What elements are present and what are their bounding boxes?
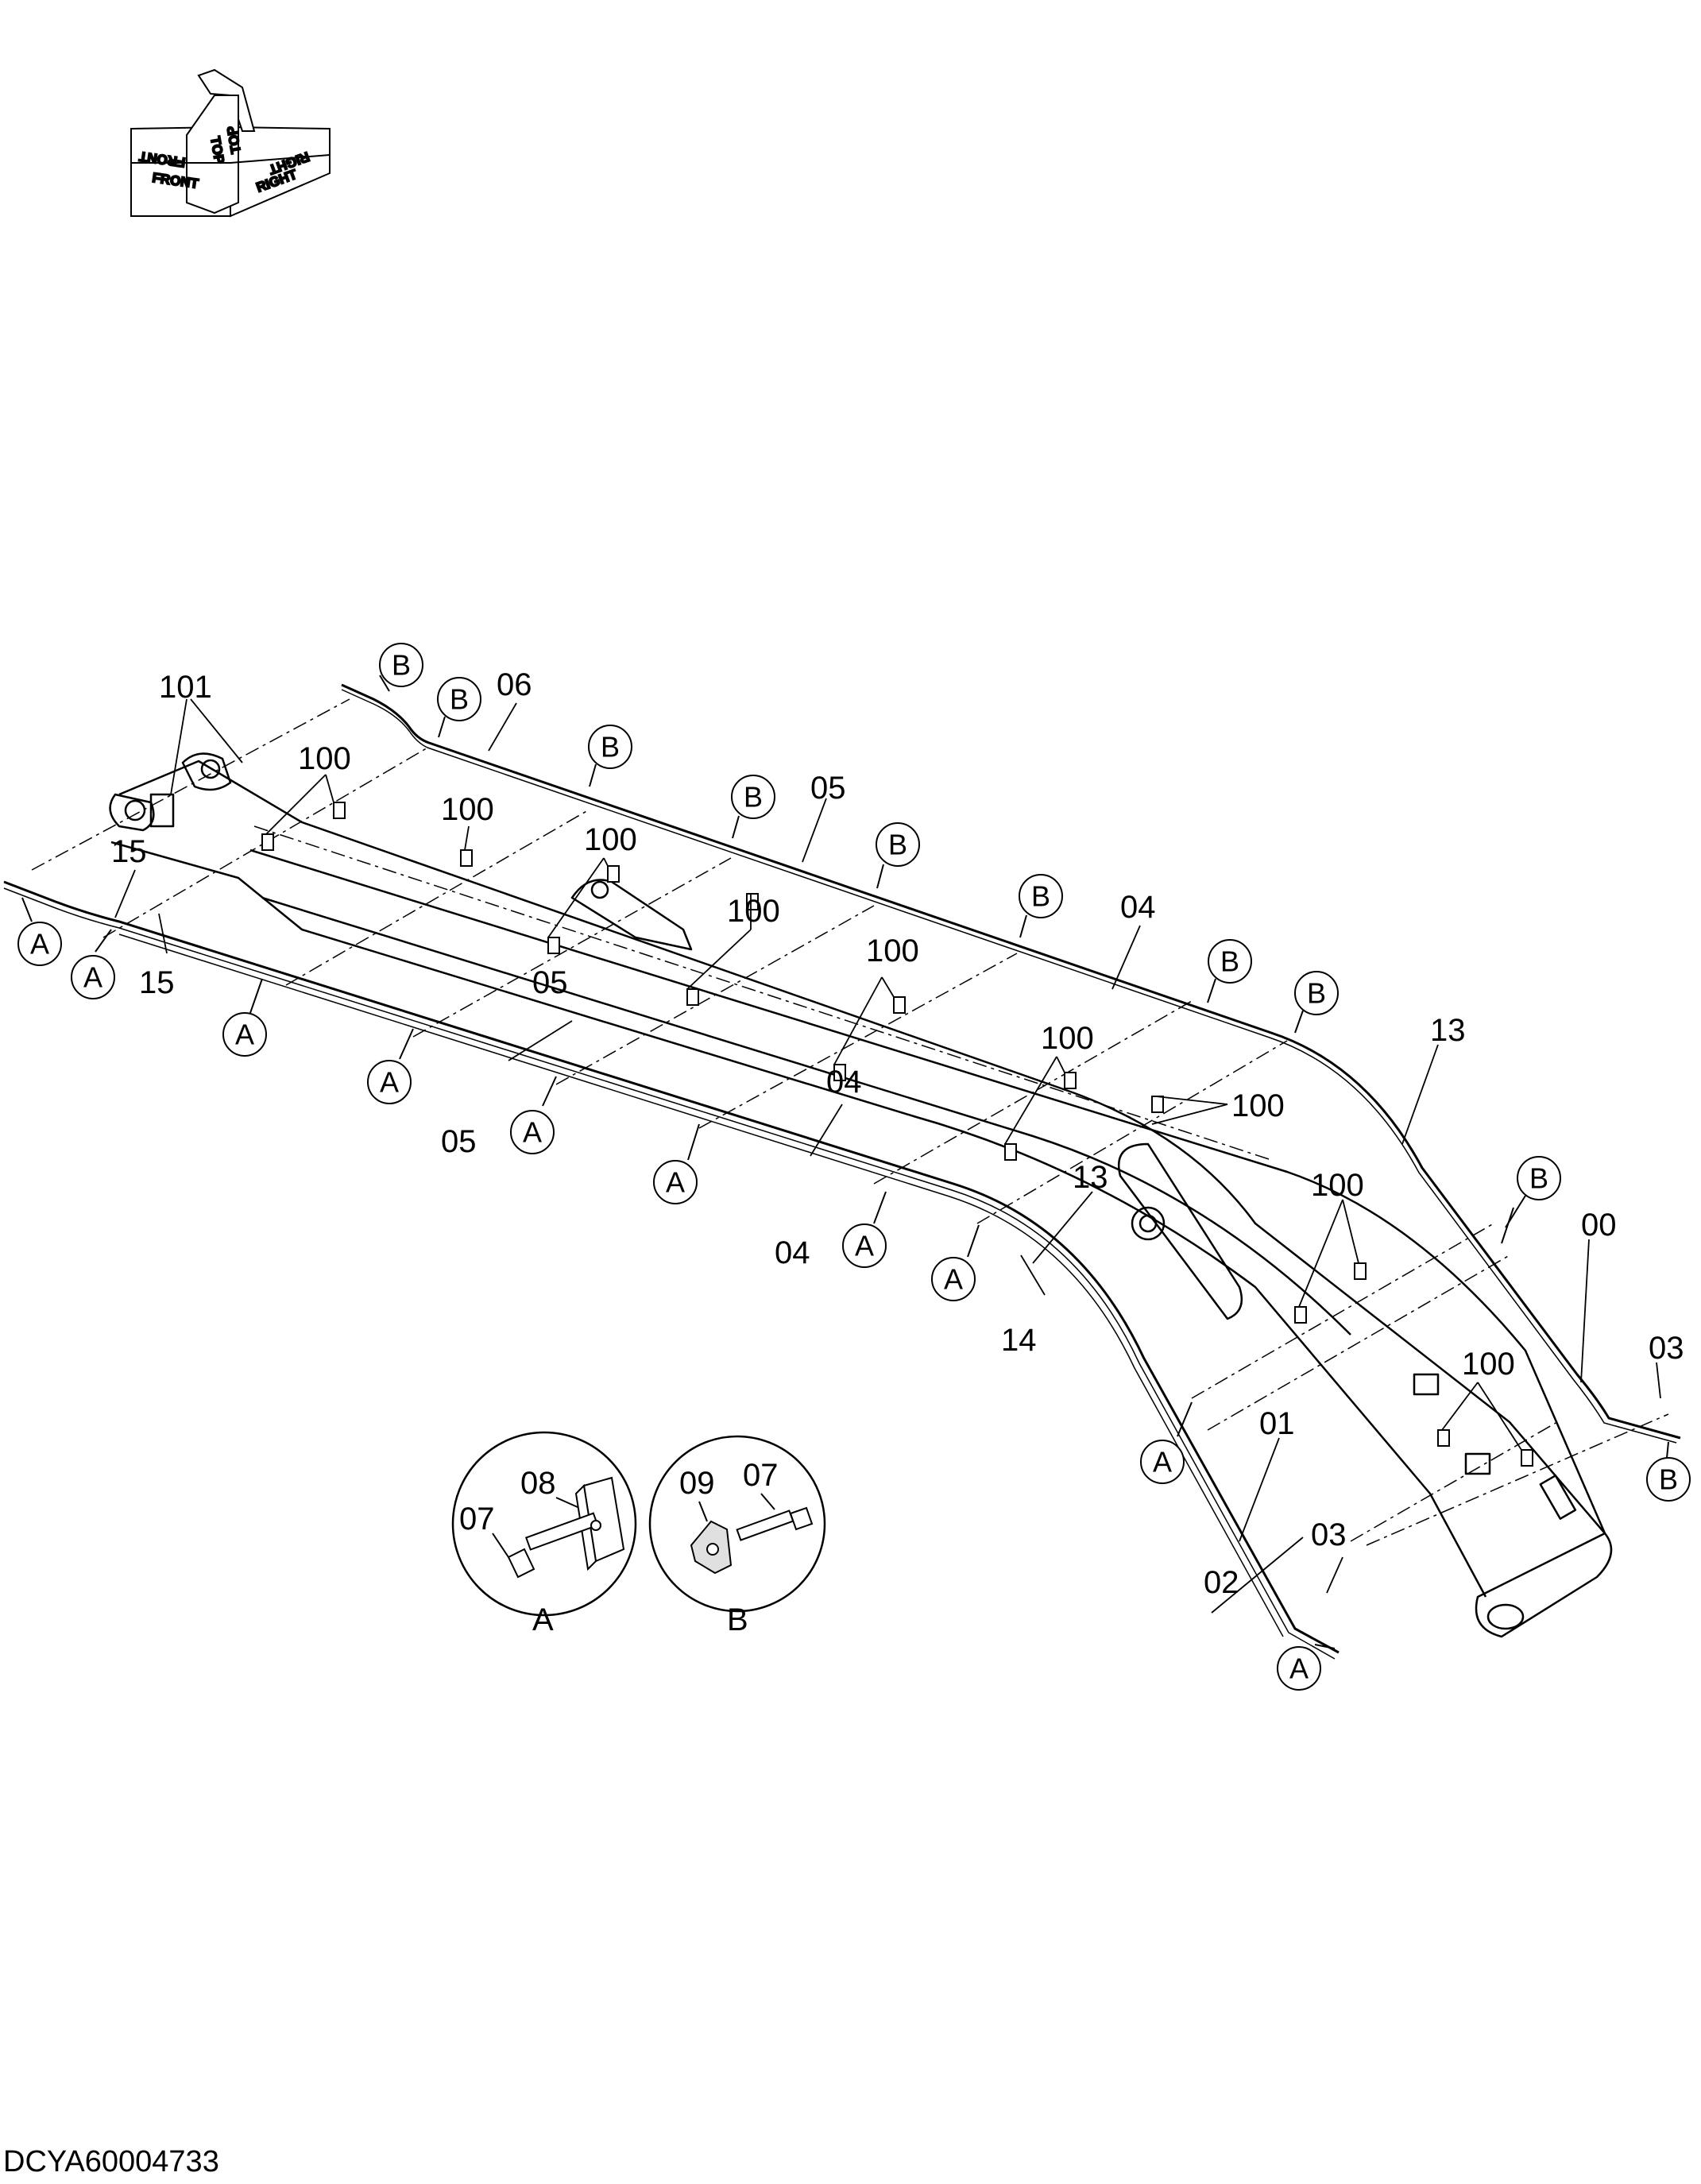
marker-a-5: A [510, 1076, 557, 1154]
detail-b-clamp-number: 09 [679, 1466, 715, 1501]
callout-100-h: 100 [1311, 1168, 1364, 1203]
callout-15-b: 15 [139, 965, 175, 1000]
callout-03-a: 03 [1649, 1331, 1684, 1366]
marker-a-10: A [1277, 1644, 1336, 1691]
reference-lines [31, 698, 1669, 1546]
callout-14: 14 [1001, 1323, 1037, 1358]
marker-b-3: B [588, 725, 632, 787]
callout-01: 01 [1259, 1406, 1295, 1441]
marker-a-6: A [653, 1123, 700, 1204]
svg-text:A: A [1289, 1652, 1309, 1685]
marker-a-1: A [17, 897, 62, 966]
marker-b-9: B [1505, 1156, 1561, 1228]
svg-text:A: A [666, 1166, 685, 1199]
marker-a-4: A [367, 1028, 414, 1104]
callout-100-f: 100 [1041, 1021, 1094, 1056]
boom-structure [109, 752, 1613, 1638]
svg-text:A: A [83, 961, 102, 994]
svg-text:B: B [392, 649, 411, 682]
callout-13-b: 13 [1073, 1160, 1108, 1195]
detail-a: A 08 07 [451, 1431, 637, 1637]
detail-b-label: B [727, 1602, 748, 1637]
clamp-blocks [261, 802, 1533, 1467]
callout-100-c: 100 [584, 822, 637, 857]
document-code: DCYA60004733 [3, 2145, 219, 2178]
marker-b-11: B [1646, 1441, 1691, 1502]
detail-b-bolt-number: 07 [743, 1458, 779, 1493]
callout-100-i: 100 [1462, 1347, 1515, 1382]
callout-leaders [114, 698, 1661, 1614]
svg-text:B: B [1307, 977, 1326, 1010]
marker-b-5: B [876, 822, 920, 889]
marker-b-6: B [1019, 874, 1063, 938]
marker-b-7: B [1207, 939, 1252, 1003]
marker-b-8: B [1294, 971, 1339, 1034]
callout-05-bot: 05 [441, 1124, 477, 1159]
detail-a-label: A [532, 1602, 554, 1637]
svg-text:B: B [601, 731, 620, 763]
svg-text:A: A [380, 1066, 399, 1099]
svg-text:B: B [888, 829, 907, 861]
svg-text:A: A [523, 1116, 542, 1149]
callout-15-a: 15 [111, 834, 147, 869]
svg-text:B: B [1031, 880, 1050, 913]
callout-100-a: 100 [298, 741, 351, 776]
svg-text:A: A [1153, 1446, 1172, 1479]
marker-a-3: A [222, 978, 267, 1057]
callout-100-d: 100 [727, 894, 780, 929]
callout-100-g: 100 [1231, 1088, 1285, 1123]
callout-05-top: 05 [810, 771, 846, 806]
svg-text:A: A [944, 1263, 963, 1296]
callout-02: 02 [1204, 1565, 1239, 1600]
callout-labels: 101 100 100 100 100 100 100 100 100 100 … [111, 667, 1684, 1600]
svg-text:B: B [1220, 945, 1239, 978]
callout-100-b: 100 [441, 792, 494, 827]
svg-text:B: B [744, 781, 763, 814]
marker-b-4: B [731, 775, 775, 839]
marker-a-9: A [1140, 1401, 1193, 1484]
callout-06: 06 [497, 667, 532, 702]
callout-100-e: 100 [866, 934, 919, 968]
svg-text:A: A [235, 1019, 254, 1051]
callout-101: 101 [159, 670, 212, 705]
callout-04-top: 04 [1120, 890, 1156, 925]
detail-b: B 09 07 [648, 1435, 826, 1637]
orientation-cube-icon: FRONT FRONT TOP TOP RIGHT RIGHT [130, 68, 331, 218]
callout-00: 00 [1581, 1208, 1617, 1243]
detail-a-bolt-number: 07 [459, 1502, 495, 1537]
svg-text:A: A [30, 928, 49, 961]
callout-03-b: 03 [1311, 1517, 1347, 1552]
svg-text:B: B [450, 683, 469, 716]
marker-b-10-visible [1501, 1207, 1514, 1244]
marker-b-1: B [379, 643, 423, 692]
callout-04-mid: 04 [826, 1065, 862, 1100]
detail-a-clamp-number: 08 [520, 1466, 556, 1501]
svg-text:B: B [1529, 1162, 1548, 1195]
marker-a-7: A [842, 1191, 887, 1268]
callout-13-a: 13 [1430, 1013, 1466, 1048]
callout-04-bot: 04 [775, 1235, 810, 1270]
marker-a-2: A [71, 929, 115, 999]
marker-a-8: A [931, 1224, 980, 1301]
svg-text:B: B [1659, 1463, 1678, 1496]
marker-b-2: B [437, 677, 481, 738]
hydraulic-pipes [3, 683, 1681, 1660]
svg-text:A: A [855, 1230, 874, 1262]
callout-05-mid: 05 [532, 965, 568, 1000]
circle-markers: B B B B B B B B B B A A A A A A A A A A [17, 643, 1691, 1691]
